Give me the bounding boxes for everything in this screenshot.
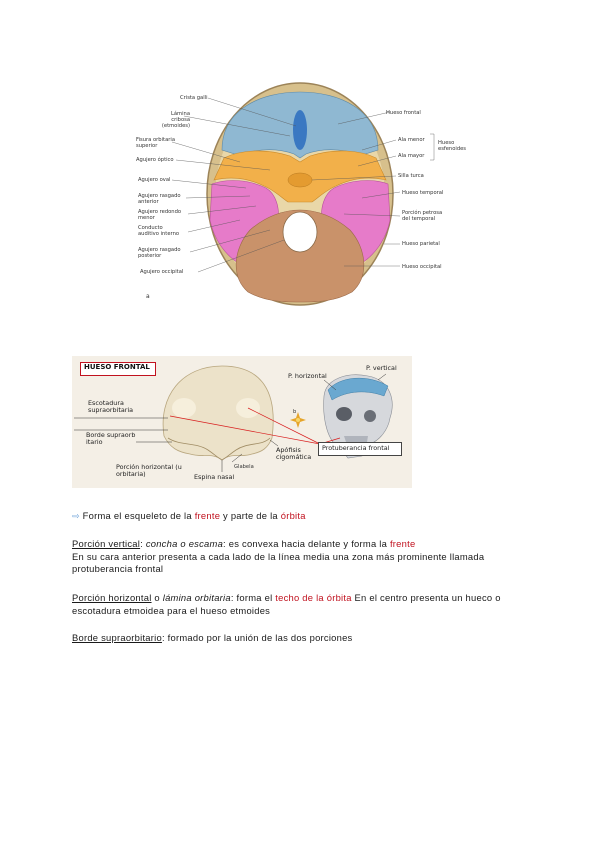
frontal-bone-figure: HUESO FRONTAL Escotadura supraorbitaria …: [72, 356, 412, 488]
porcion-vertical-title: Porción vertical: [72, 538, 141, 549]
skull-label-hueso-parietal: Hueso parietal: [402, 241, 440, 247]
skull-label-conducto-auditivo: Conducto auditivo interno: [138, 225, 180, 237]
skull-label-redondo-menor: Agujero redondo menor: [138, 209, 182, 221]
frontal-figure-title-box: [80, 362, 156, 376]
skull-label-hueso-temporal: Hueso temporal: [402, 190, 444, 196]
skull-label-hueso-frontal: Hueso frontal: [386, 110, 421, 116]
sella-turcica: [287, 172, 313, 188]
skull-figure-letter: a: [146, 293, 150, 300]
orientation-star: [290, 412, 306, 428]
foramen-magnum: [282, 211, 318, 253]
skull-base-figure: Crista galli Lámina cribosa (etmoides) F…: [100, 80, 500, 310]
occipital-bone-region: [235, 209, 365, 303]
label-protuberancia: Protuberancia frontal: [322, 444, 390, 452]
protuberancia-box: [318, 442, 402, 456]
porcion-vertical-paragraph: Porción vertical: concha o escama: es co…: [72, 538, 485, 575]
skull-label-agujero-optico: Agujero óptico: [136, 157, 174, 163]
frontal-eminence-left: [172, 398, 196, 418]
frontal-bone-illustration: [74, 365, 393, 472]
bullet-arrow-icon: ⇨: [72, 512, 80, 522]
label-p-vertical: P. vertical: [366, 364, 397, 372]
small-skull-illustration: [323, 374, 393, 459]
intro-line: ⇨ Forma el esqueleto de la frente y part…: [72, 510, 306, 522]
frontal-bone-shape: [162, 365, 274, 461]
borde-supraorbitario-paragraph: Borde supraorbitario: formado por la uni…: [72, 632, 353, 643]
skull-label-esfenoides: Hueso esfenoides: [438, 140, 467, 152]
label-porcion-horizontal: Porción horizontal (u orbitaria): [116, 463, 182, 479]
skull-label-rasgado-posterior: Agujero rasgado posterior: [138, 247, 181, 259]
label-p-horizontal: P. horizontal: [288, 372, 327, 380]
label-glabela: Glabela: [234, 464, 254, 470]
skull-label-agujero-occipital: Agujero occipital: [140, 269, 184, 275]
skull-label-ala-menor: Ala menor: [398, 137, 425, 143]
label-b: b: [293, 409, 297, 415]
skull-label-ala-mayor: Ala mayor: [398, 153, 425, 159]
porcion-horizontal-paragraph: Porción horizontal o lámina orbitaria: f…: [72, 592, 501, 616]
skull-leader-lines: [171, 97, 435, 273]
skull-label-agujero-oval: Agujero oval: [138, 177, 171, 183]
skull-label-lamina-cribosa: Lámina cribosa (etmoides): [161, 111, 190, 129]
skull-label-crista-galli: Crista galli: [180, 95, 208, 101]
crista-galli-region: [293, 110, 307, 150]
label-apofisis: Apófisis cigomática: [276, 446, 312, 462]
porcion-horizontal-title: Porción horizontal: [72, 592, 152, 603]
frontal-figure-title: HUESO FRONTAL: [84, 363, 150, 371]
skull-label-hueso-occipital: Hueso occipital: [402, 264, 442, 270]
skull-label-fisura-orbitaria: Fisura orbitaria superior: [136, 137, 176, 149]
label-escotadura: Escotadura supraorbitaria: [88, 399, 134, 415]
borde-supraorbitario-title: Borde supraorbitario: [72, 632, 162, 643]
label-borde: Borde supraorb itario: [86, 431, 136, 447]
skull-label-silla-turca: Silla turca: [398, 173, 424, 179]
skull-label-rasgado-anterior: Agujero rasgado anterior: [138, 193, 181, 205]
label-espina-nasal: Espina nasal: [194, 473, 235, 481]
skull-base-illustration: [171, 82, 435, 306]
skull-label-porcion-petrosa: Porción petrosa del temporal: [402, 210, 443, 222]
